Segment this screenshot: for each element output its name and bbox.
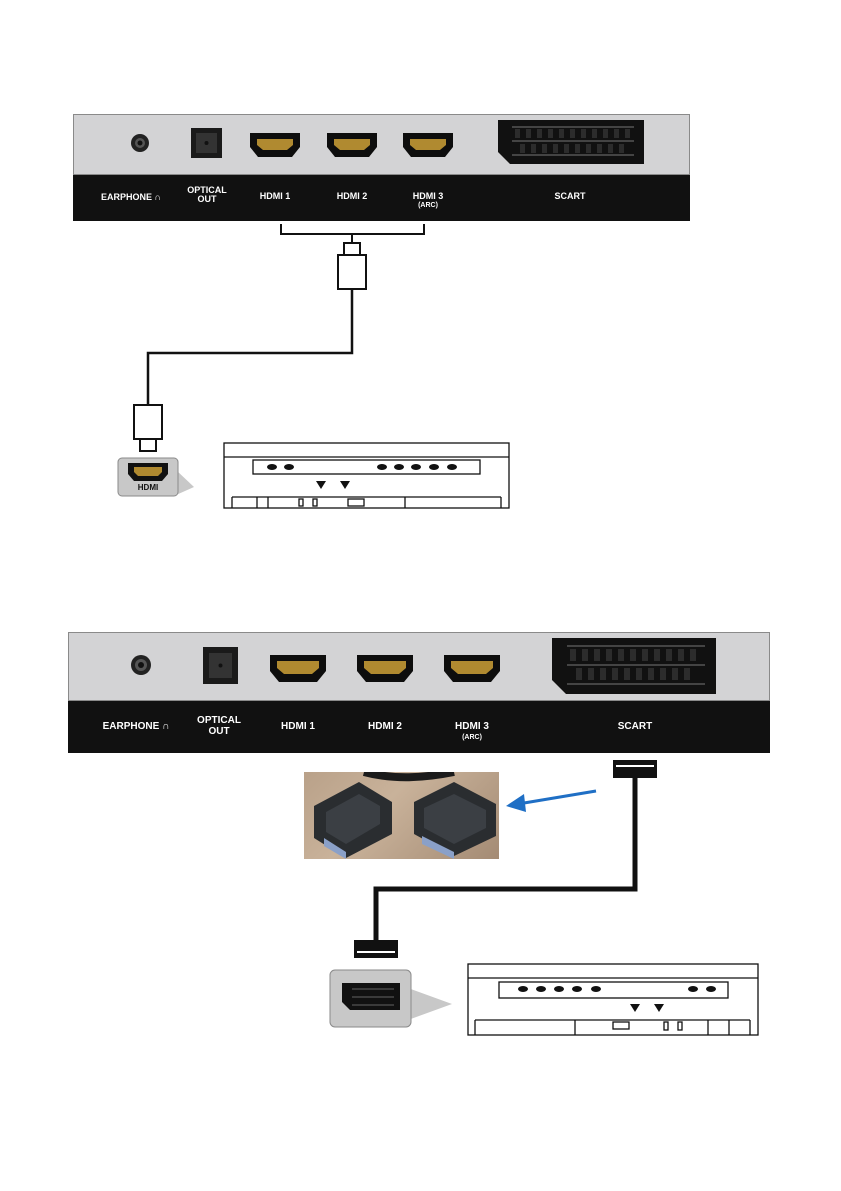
scart-plug-bottom: [354, 940, 398, 958]
external-device-2: [468, 964, 758, 1035]
arrow-left-icon: [506, 791, 596, 812]
scart-cable: [376, 778, 635, 940]
scart-plug-top: [613, 760, 657, 778]
device-scart-port-badge: [330, 970, 452, 1027]
